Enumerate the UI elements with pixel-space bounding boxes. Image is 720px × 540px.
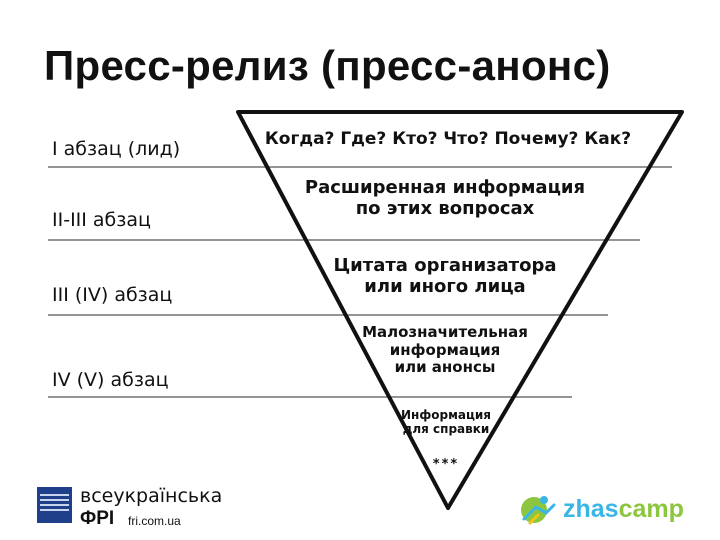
level-text-4-5: Малозначительная информация или анонсы <box>345 323 545 377</box>
level-label-4-5: IV (V) абзац <box>52 369 169 391</box>
zhascamp-figure-icon <box>521 496 556 525</box>
level-text-line: Цитата организатора <box>333 255 557 276</box>
level-text-line: по этих вопросах <box>355 198 535 220</box>
level-text-lead: Когда? Где? Кто? Что? Почему? Как? <box>238 129 658 149</box>
level-text-line: Информация <box>401 408 491 422</box>
level-text-3-4: Цитата организатора или иного лица <box>305 255 585 297</box>
fri-brand-name: всеукраїнська <box>80 485 223 507</box>
level-label-lead: I абзац (лид) <box>52 138 181 160</box>
page-title: Пресс-релиз (пресс-анонс) <box>44 42 611 89</box>
level-text-line: Когда? Где? Кто? Что? Почему? Как? <box>264 129 632 149</box>
inverted-pyramid <box>236 110 684 510</box>
level-text-2-3: Расширенная информация по этих вопросах <box>280 177 610 219</box>
level-label-2-3: II-III абзац <box>52 209 151 231</box>
stars-text: *** <box>432 457 460 472</box>
level-text-line: или иного лица <box>364 276 526 298</box>
level-text-line: Расширенная информация <box>304 177 586 198</box>
reference-text: Информация для справки <box>386 408 506 436</box>
zhascamp-wordmark-zhas: zhas <box>563 495 619 523</box>
level-text-line: для справки <box>402 422 490 437</box>
fri-short-name: ФРІ <box>80 508 115 529</box>
level-text-line: или анонсы <box>394 358 496 377</box>
zhascamp-wordmark: zhascamp <box>563 495 684 524</box>
zhascamp-wordmark-camp: camp <box>618 495 684 523</box>
zhascamp-logo: zhascamp <box>516 493 686 529</box>
level-text-line: Малозначительная <box>362 323 528 341</box>
level-text-line: информация <box>389 340 501 359</box>
fri-logo-icon <box>37 487 72 523</box>
level-label-3-4: III (IV) абзац <box>52 284 173 306</box>
fri-website-url: fri.com.ua <box>128 514 181 528</box>
